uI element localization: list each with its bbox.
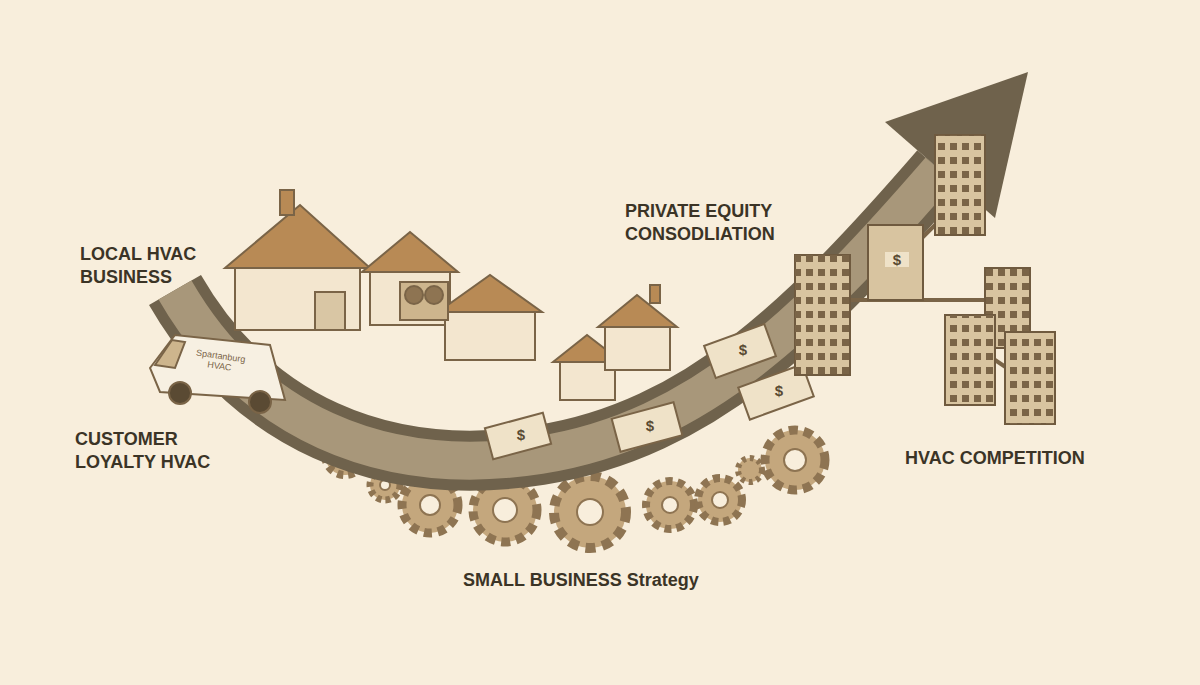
money-bills [485,324,814,459]
dollar-sign: $ [638,418,662,433]
houses [225,190,677,400]
buildings [795,135,1055,424]
section-label: HVAC COMPETITION [905,447,1135,470]
dollar-sign: $ [731,342,755,357]
section-label: PRIVATE EQUITY CONSODLIATION [625,200,805,247]
service-van [150,335,285,413]
dollar-sign: $ [767,383,791,398]
section-label: LOCAL HVAC BUSINESS [80,243,230,290]
dollar-sign: $ [885,252,909,267]
growth-arrow [175,72,1028,461]
section-label: CUSTOMER LOYALTY HVAC [75,428,225,475]
dollar-sign: $ [509,427,533,442]
section-label: SMALL BUSINESS Strategy [463,569,753,592]
